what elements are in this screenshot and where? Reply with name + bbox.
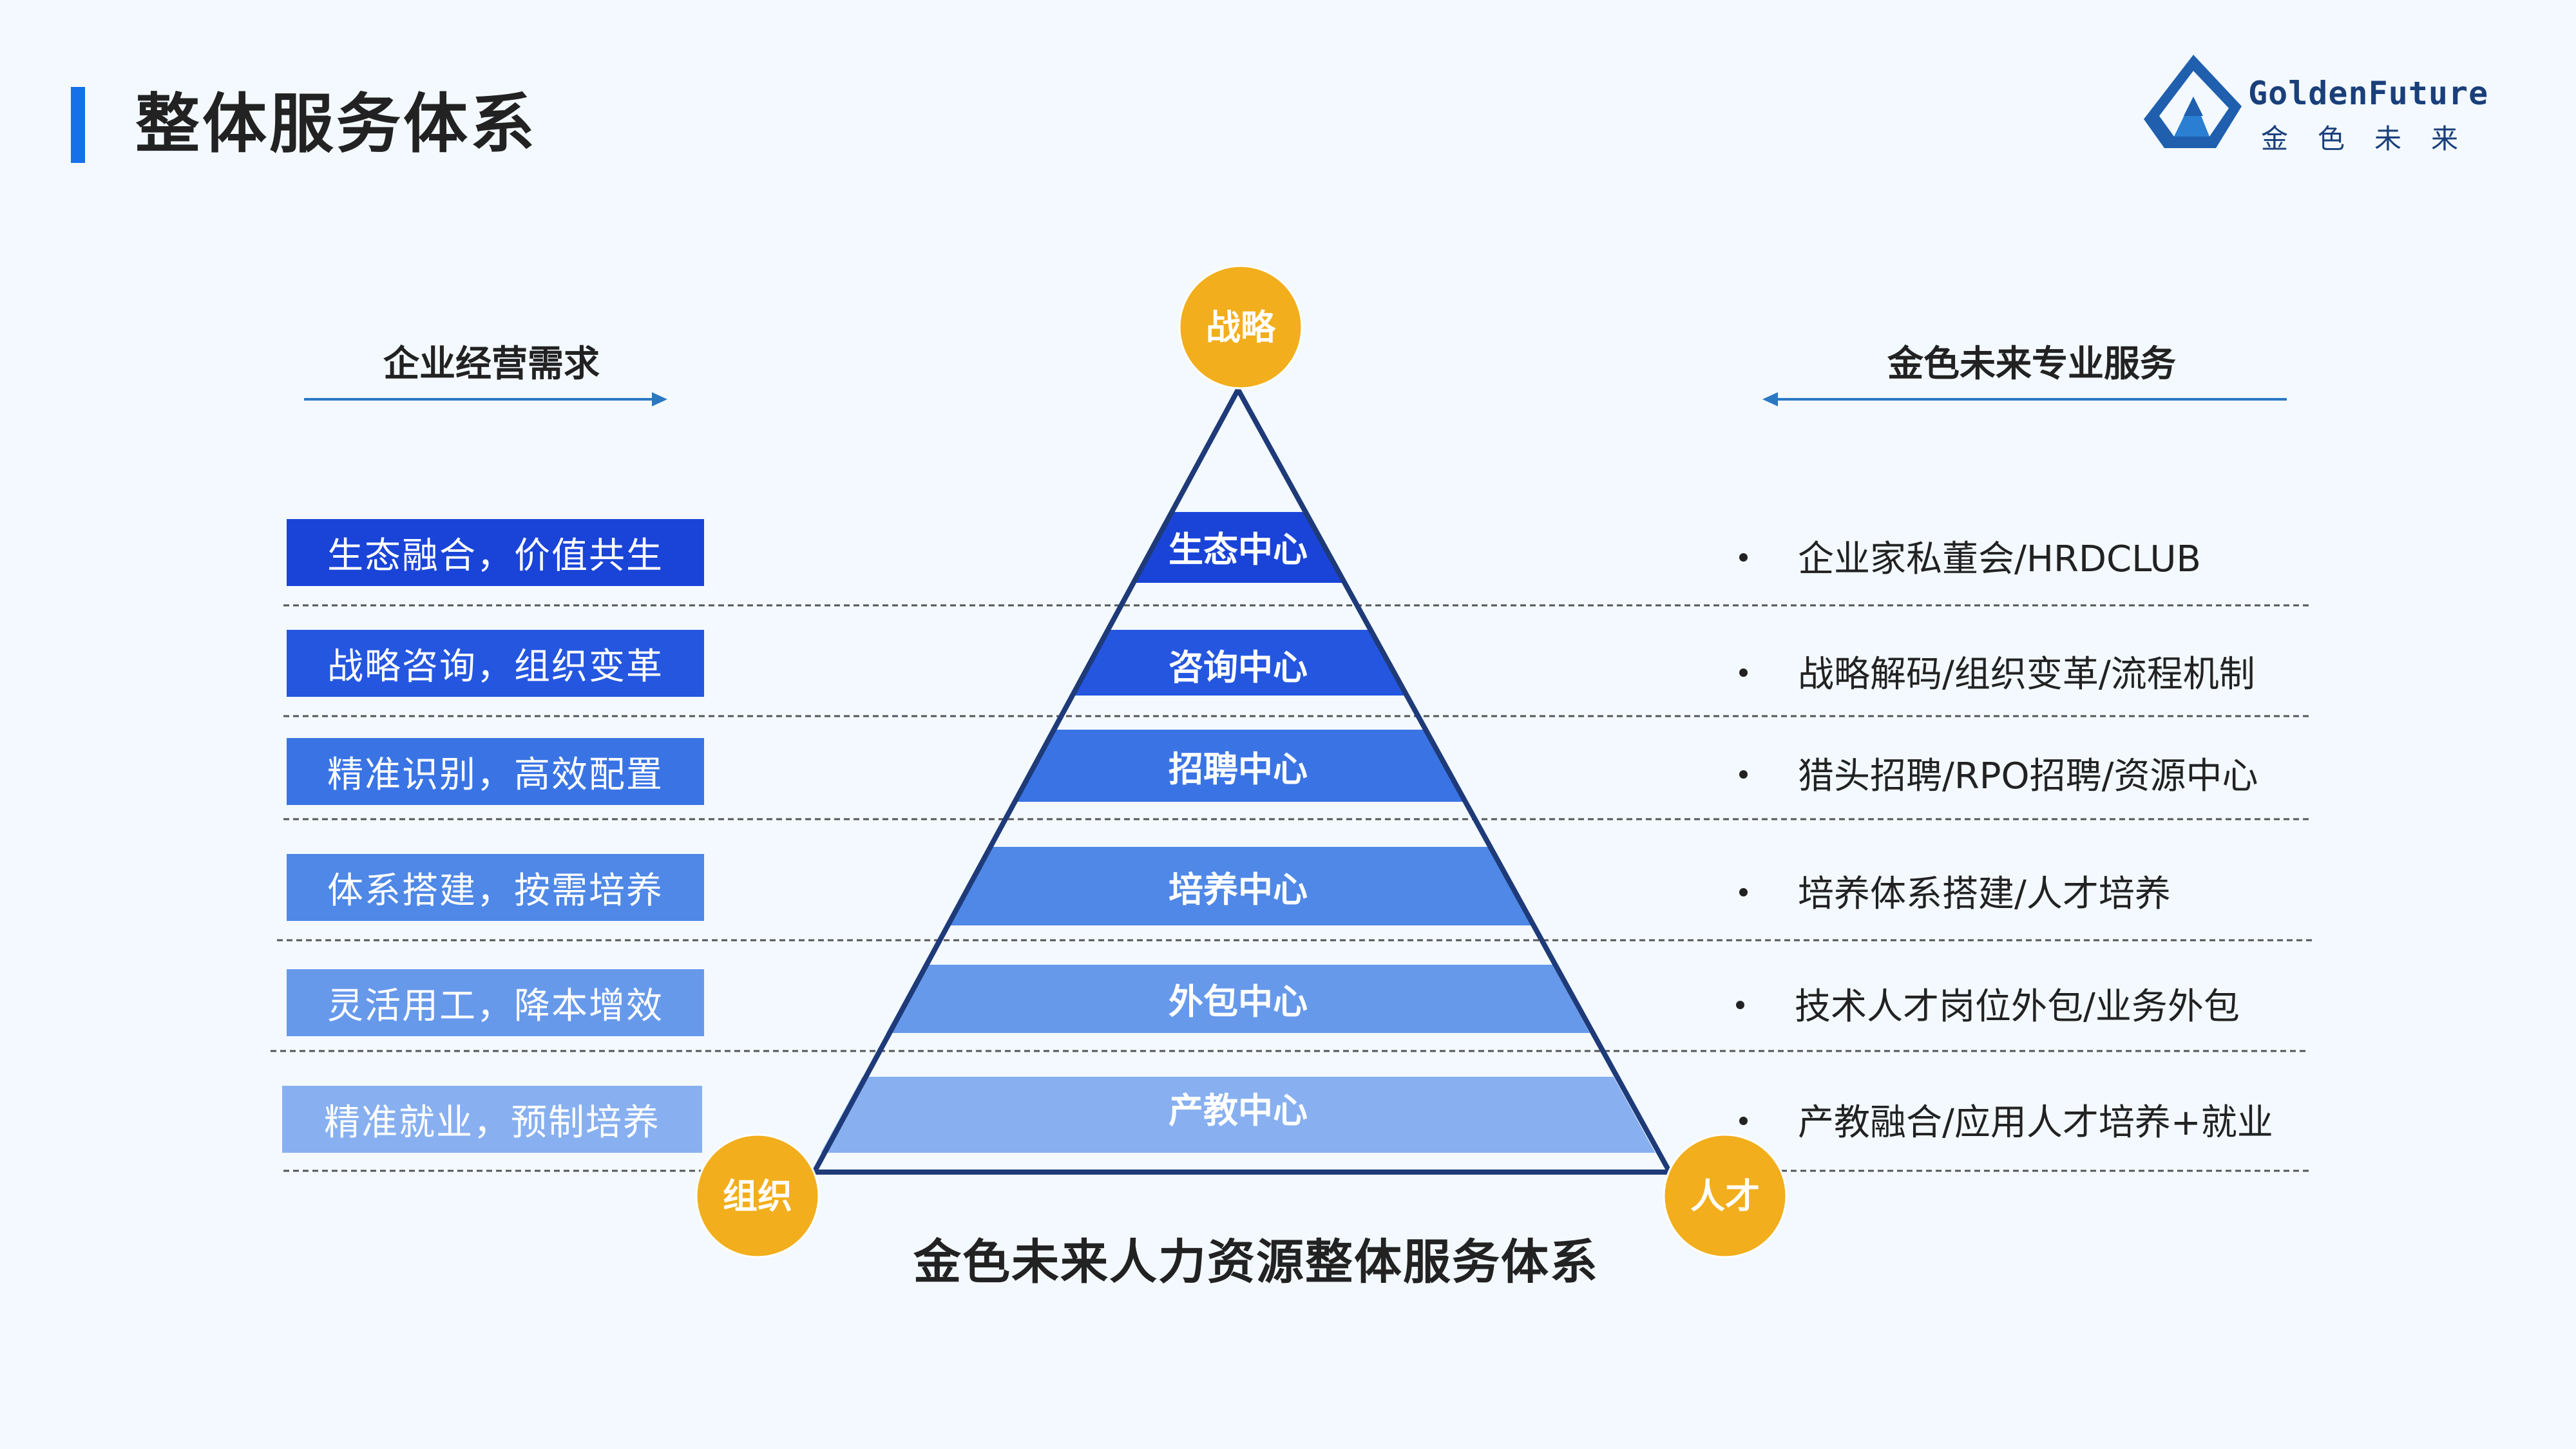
bullet-icon	[1739, 553, 1748, 562]
pyramid-layer	[1013, 730, 1464, 802]
right-corner-label: 人才	[1690, 1176, 1760, 1217]
service-item: 战略解码/组织变革/流程机制	[1739, 645, 2255, 697]
need-box: 精准识别，高效配置	[287, 738, 704, 805]
pyramid-outline	[812, 387, 1672, 1175]
service-item: 培养体系搭建/人才培养	[1739, 865, 2171, 917]
logo-english-text: GoldenFuture	[2248, 75, 2489, 112]
pyramid-layer	[886, 965, 1590, 1033]
need-label: 体系搭建，按需培养	[327, 869, 663, 912]
service-text: 企业家私董会/HRDCLUB	[1798, 538, 2201, 580]
bullet-icon	[1739, 770, 1748, 779]
need-label: 灵活用工，降本增效	[327, 985, 663, 1027]
pyramid-layer	[1132, 512, 1344, 583]
service-text: 培养体系搭建/人才培养	[1798, 873, 2171, 915]
left-corner-circle: 组织	[695, 1133, 820, 1258]
need-box: 生态融合，价值共生	[287, 519, 704, 586]
service-text: 战略解码/组织变革/流程机制	[1798, 654, 2255, 696]
right-heading: 金色未来专业服务	[1887, 343, 2176, 385]
apex-circle: 战略	[1178, 265, 1303, 390]
bullet-icon	[1736, 1001, 1744, 1010]
title-accent-bar	[71, 87, 85, 163]
need-box: 精准就业，预制培养	[282, 1086, 702, 1153]
diagram-caption: 金色未来人力资源整体服务体系	[913, 1235, 1599, 1290]
bullet-icon	[1739, 1117, 1748, 1126]
pyramid-layers	[821, 512, 1655, 1153]
left-arrow-icon	[304, 392, 667, 406]
layer-label: 培养中心	[1169, 869, 1308, 910]
need-label: 战略咨询，组织变革	[327, 645, 663, 688]
service-item: 技术人才岗位外包/业务外包	[1736, 978, 2240, 1030]
service-item: 企业家私董会/HRDCLUB	[1739, 530, 2201, 582]
apex-label: 战略	[1206, 307, 1276, 348]
need-box: 体系搭建，按需培养	[287, 854, 704, 921]
service-text: 技术人才岗位外包/业务外包	[1795, 986, 2240, 1028]
service-text: 猎头招聘/RPO招聘/资源中心	[1798, 755, 2258, 797]
company-logo: GoldenFuture 金色未来	[2139, 52, 2525, 161]
layer-label: 生态中心	[1169, 529, 1308, 570]
service-item: 猎头招聘/RPO招聘/资源中心	[1739, 747, 2258, 799]
need-box: 灵活用工，降本增效	[287, 969, 704, 1036]
pyramid-layer	[1071, 630, 1406, 696]
need-label: 精准就业，预制培养	[324, 1101, 660, 1144]
pyramid-layer	[945, 847, 1531, 925]
service-item: 产教融合/应用人才培养+就业	[1739, 1094, 2273, 1146]
logo-mark-icon	[2144, 55, 2242, 148]
need-label: 精准识别，高效配置	[327, 753, 663, 796]
layer-label: 咨询中心	[1169, 647, 1308, 688]
logo-chinese-text: 金色未来	[2261, 123, 2488, 155]
page-title: 整体服务体系	[135, 86, 537, 162]
layer-label: 产教中心	[1169, 1090, 1308, 1131]
right-arrow-icon	[1762, 392, 2287, 406]
pyramid-layer	[821, 1077, 1655, 1153]
layer-label: 招聘中心	[1169, 749, 1308, 790]
left-heading: 企业经营需求	[383, 343, 600, 385]
need-box: 战略咨询，组织变革	[287, 630, 704, 697]
need-label: 生态融合，价值共生	[327, 535, 663, 577]
layer-label: 外包中心	[1169, 981, 1308, 1022]
service-text: 产教融合/应用人才培养+就业	[1798, 1102, 2273, 1144]
right-corner-circle: 人才	[1663, 1133, 1788, 1258]
bullet-icon	[1739, 888, 1748, 897]
left-corner-label: 组织	[723, 1176, 792, 1217]
bullet-icon	[1739, 668, 1748, 677]
